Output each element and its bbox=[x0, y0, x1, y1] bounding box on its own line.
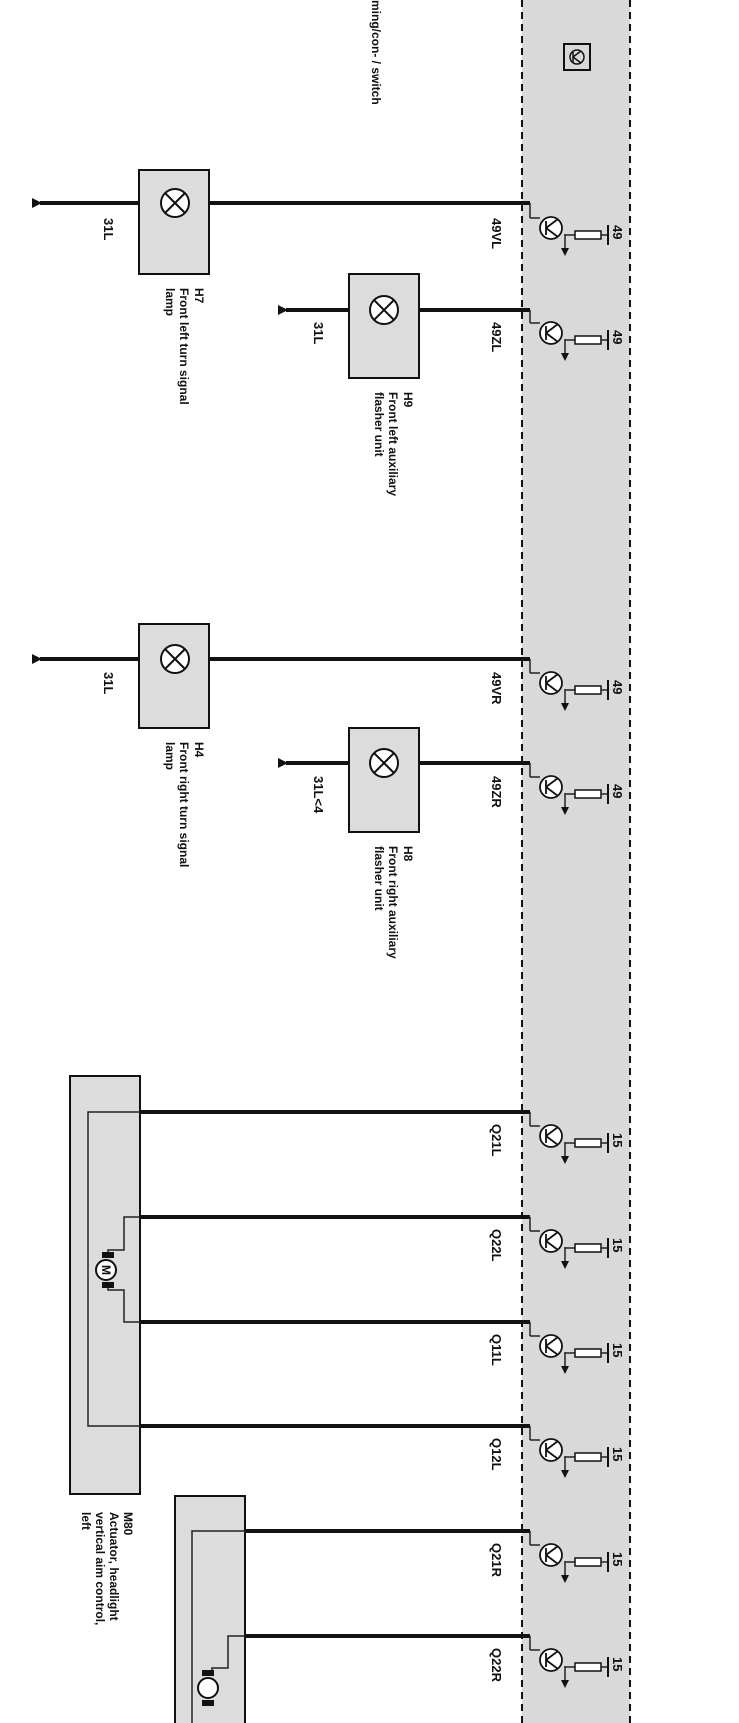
h7-id-label: H7 bbox=[192, 288, 206, 304]
lamp-h9: 31L H9 Front left auxiliary flasher unit… bbox=[278, 273, 531, 496]
lamp-h8: 31L<4 H8 Front right auxiliary flasher u… bbox=[278, 727, 531, 959]
h4-id-label: H4 bbox=[192, 742, 206, 758]
pin-label-q21r: Q21R bbox=[489, 1543, 504, 1578]
driver-49zl-icon bbox=[530, 321, 609, 361]
driver-49vr-icon bbox=[530, 671, 609, 711]
h7-ground-label: 31L bbox=[101, 218, 116, 240]
h4-desc-line1: Front right turn signal bbox=[177, 742, 191, 867]
m80-desc-line1: Actuator, headlight bbox=[107, 1512, 121, 1621]
fuse-label-q22l: 15 bbox=[610, 1238, 625, 1252]
h9-desc-line2: flasher unit bbox=[372, 392, 386, 457]
fuse-label-49zr: 49 bbox=[610, 784, 625, 798]
fuse-label-49vl: 49 bbox=[610, 225, 625, 239]
driver-q21l-icon bbox=[529, 1112, 609, 1164]
pin-label-q22r: Q22R bbox=[489, 1648, 504, 1683]
m80-id-label: M80 bbox=[121, 1512, 135, 1536]
pin-label-q12l: Q12L bbox=[489, 1438, 504, 1471]
m80-motor-symbol: M bbox=[99, 1265, 113, 1275]
m80-motor-icon bbox=[95, 1259, 117, 1281]
lamp-h4: 31L H4 Front right turn signal lamp 49VR bbox=[32, 623, 531, 867]
driver-49zr-icon bbox=[530, 775, 609, 815]
h9-ground-label: 31L bbox=[311, 322, 326, 344]
fuse-label-49vr: 49 bbox=[610, 680, 625, 694]
driver-q12l-icon bbox=[529, 1426, 609, 1478]
h9-id-label: H9 bbox=[401, 392, 415, 408]
h7-desc-line2: lamp bbox=[163, 288, 177, 316]
pin-label-q11l: Q11L bbox=[489, 1334, 504, 1366]
driver-q22l-icon bbox=[529, 1217, 609, 1269]
h4-desc-line2: lamp bbox=[163, 742, 177, 770]
fuse-label-q12l: 15 bbox=[610, 1447, 625, 1461]
driver-q11l-icon bbox=[529, 1322, 609, 1374]
lamp-h7: 31L H7 Front left turn signal lamp 49VL bbox=[32, 169, 531, 405]
h7-desc-line1: Front left turn signal bbox=[177, 288, 191, 405]
fuse-label-q22r: 15 bbox=[610, 1657, 625, 1671]
fuse-label-q11l: 15 bbox=[610, 1343, 625, 1357]
m80-desc-line2: vertical aim control, bbox=[93, 1512, 107, 1625]
pin-label-q21l: Q21L bbox=[489, 1124, 504, 1157]
fuse-label-49zl: 49 bbox=[610, 330, 625, 344]
h8-desc-line1: Front right auxiliary bbox=[386, 846, 400, 959]
right-actuator-motor-icon bbox=[197, 1677, 219, 1699]
pin-label-q22l: Q22L bbox=[489, 1229, 504, 1262]
h8-ground-label: 31L<4 bbox=[311, 776, 326, 814]
control-module-band bbox=[522, 0, 630, 1723]
actuator-m80: M M80 Actuator, headlight vertical aim c… bbox=[69, 1075, 141, 1625]
fuse-label-q21l: 15 bbox=[610, 1133, 625, 1147]
h9-desc-line1: Front left auxiliary bbox=[386, 392, 400, 496]
top-switch-label: ming/con- / switch bbox=[369, 0, 383, 105]
h4-pin-label: 49VR bbox=[489, 672, 504, 705]
actuator-right bbox=[174, 1495, 246, 1723]
h8-pin-label: 49ZR bbox=[489, 776, 504, 808]
driver-q22r-icon bbox=[529, 1636, 609, 1688]
transistor-badge-icon bbox=[563, 43, 591, 71]
h9-pin-label: 49ZL bbox=[489, 322, 504, 352]
h8-id-label: H8 bbox=[401, 846, 415, 862]
m80-desc-line3: left bbox=[79, 1512, 93, 1530]
h8-desc-line2: flasher unit bbox=[372, 846, 386, 911]
fuse-label-q21r: 15 bbox=[610, 1552, 625, 1566]
h4-ground-label: 31L bbox=[101, 672, 116, 694]
h7-pin-label: 49VL bbox=[489, 218, 504, 249]
driver-49vl-icon bbox=[530, 216, 609, 256]
driver-q21r-icon bbox=[529, 1531, 609, 1583]
